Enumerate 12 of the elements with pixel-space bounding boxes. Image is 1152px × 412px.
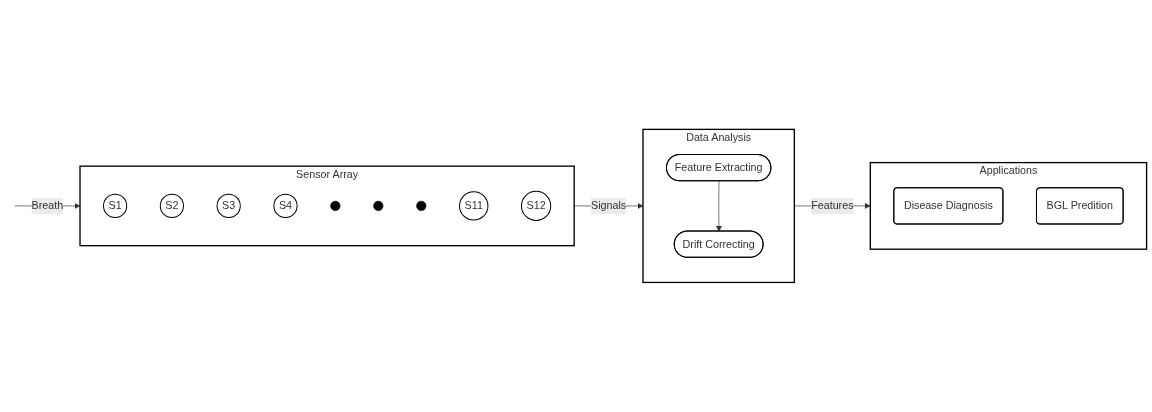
edge-label: Features (811, 199, 854, 212)
node-circle (416, 200, 427, 212)
node-circle: S4 (273, 193, 298, 219)
edge-label: Signals (590, 199, 627, 212)
node-circle (373, 200, 384, 212)
node-circle: S3 (216, 193, 241, 219)
node-circle: S2 (159, 193, 184, 219)
node-circle (330, 200, 341, 212)
node-circle: S11 (459, 191, 489, 221)
edge-label: Breath (31, 199, 64, 212)
node-circle: S12 (521, 190, 552, 222)
node-circle: S1 (103, 193, 128, 219)
